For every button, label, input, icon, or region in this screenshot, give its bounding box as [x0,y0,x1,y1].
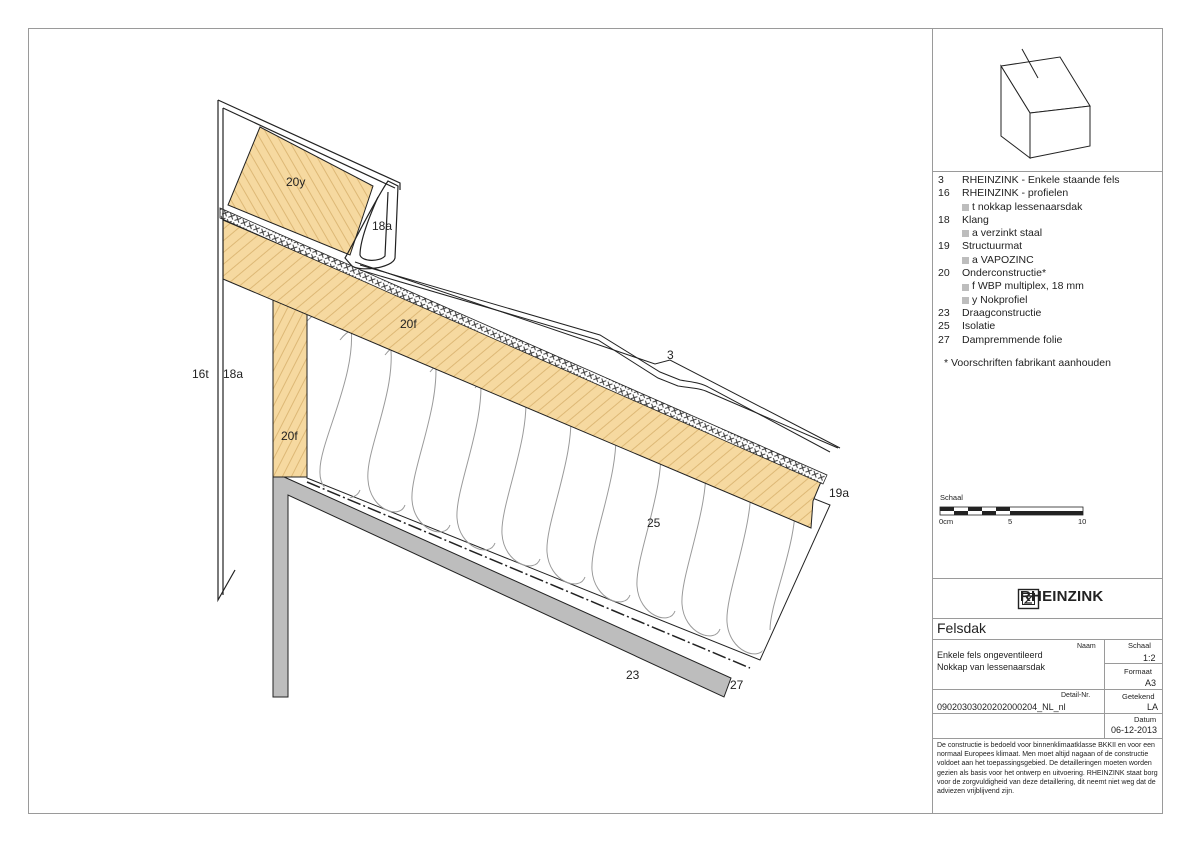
rheinzink-logo-icon [1017,588,1040,610]
scale-tick-10: 10 [1078,517,1086,526]
formaat-label: Formaat [1124,667,1152,676]
schaal-label: Schaal [1128,641,1151,650]
drawing-name-line1: Enkele fels ongeventileerd [937,650,1043,660]
detail-nr-label: Detail-Nr. [1061,692,1091,699]
material-swatch-icon [962,203,969,211]
datum-value: 06-12-2013 [1111,725,1158,735]
sheet-frame [28,28,1163,814]
support-structure-23 [272,471,732,698]
formaat-value: A3 [1145,678,1157,688]
label-18a-left: 18a [223,367,243,381]
zinc-roof-sheet-3 [354,261,841,453]
label-27: 27 [730,678,744,692]
label-20f-top: 20f [400,317,417,331]
brand-name: RHEINZINK [1020,588,1104,605]
ridge-cap-16t [217,99,401,603]
wood-post-20f [272,280,308,478]
detail-nr-value: 09020303020202000204_NL_nl [937,702,1066,712]
orientation-cube-icon [1000,48,1091,160]
structure-mat-19a [219,207,828,485]
naam-label: Naam [1077,643,1096,650]
scale-bar: Schaal 0cm 5 10 [939,493,1086,526]
legend-note: * Voorschriften fabrikant aanhouden [944,356,1111,369]
material-swatch-icon [962,296,969,304]
project-title: Felsdak [937,620,987,636]
label-20y: 20y [286,175,305,189]
label-18a-clip: 18a [372,219,392,233]
scale-tick-5: 5 [1008,517,1012,526]
clip-18a [344,180,399,270]
legend-subitem: f WBP multiplex, 18 mm [938,280,1160,293]
legend-subitem: a VAPOZINC [938,254,1160,267]
vapour-barrier-27 [306,481,751,669]
ridge-profile-20y [227,126,374,256]
label-19a: 19a [829,486,849,500]
label-20f-side: 20f [281,429,298,443]
scale-bar-title: Schaal [940,493,963,502]
label-16t: 16t [192,367,209,381]
getekend-value: LA [1147,702,1159,712]
material-swatch-icon [962,283,969,291]
label-25: 25 [647,516,661,530]
scale-tick-0: 0cm [939,517,953,526]
datum-label: Datum [1134,715,1157,724]
disclaimer-text: De constructie is bedoeld voor binnenkli… [937,742,1158,796]
drawing-name-line2: Nokkap van lessenaarsdak [937,662,1046,672]
label-23: 23 [626,668,640,682]
schaal-value: 1:2 [1143,653,1156,663]
material-swatch-icon [962,230,969,238]
legend-subitem: a verzinkt staal [938,227,1160,240]
material-swatch-icon [962,256,969,264]
getekend-label: Getekend [1122,692,1155,701]
legend-subitem: t nokkap lessenaarsdak [938,201,1160,214]
label-3: 3 [667,348,674,362]
part-labels: 16t 18a 20y 18a 20f 20f 3 19a 25 23 27 [192,175,849,692]
legend-subitem: y Nokprofiel [938,294,1160,307]
